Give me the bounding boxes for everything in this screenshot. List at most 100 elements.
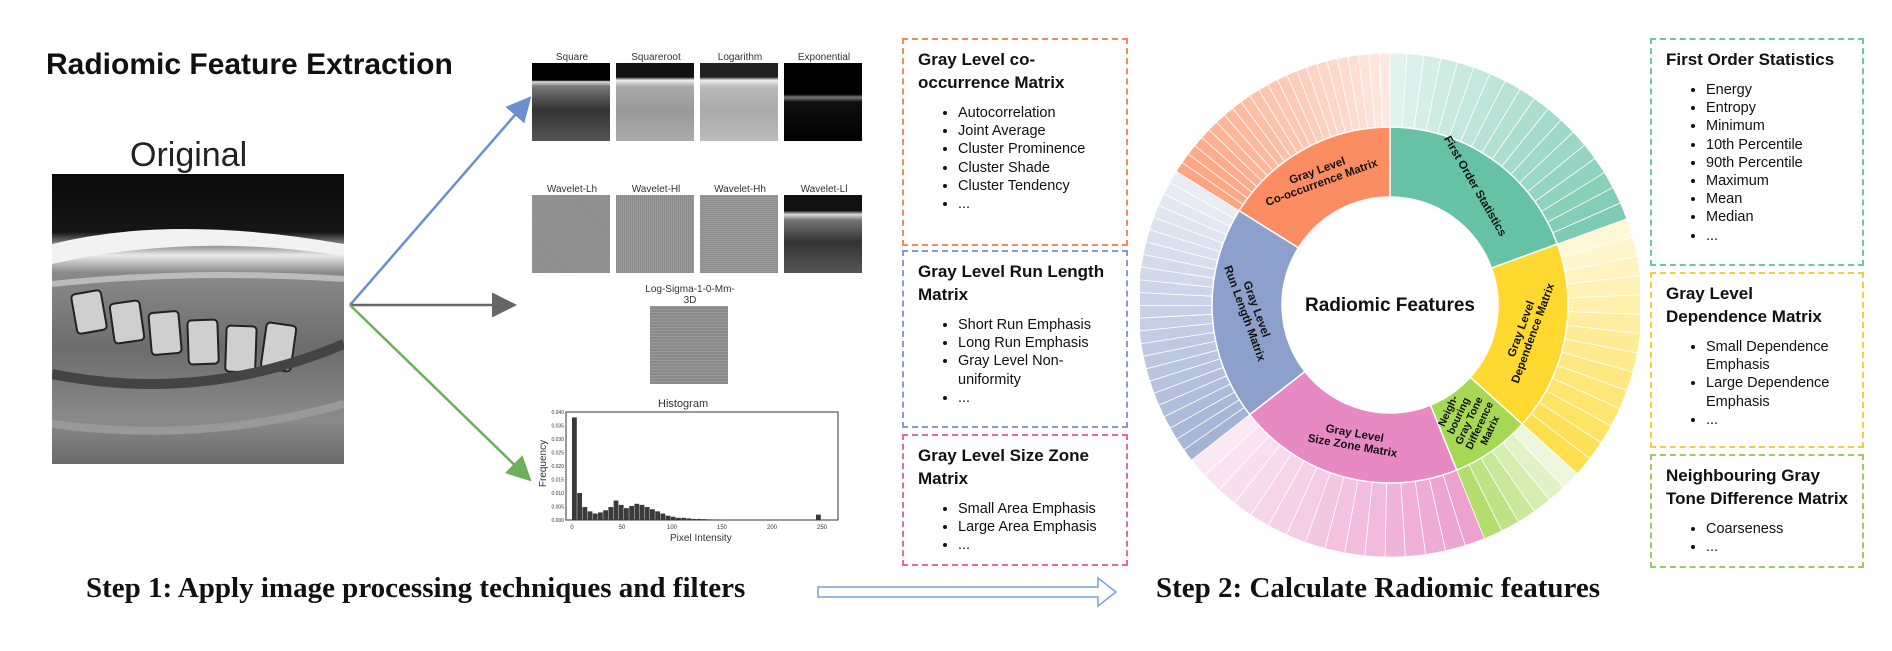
filter-label: Wavelet-Hl <box>631 184 681 195</box>
histogram-bar <box>634 503 640 520</box>
histogram-bar <box>717 519 723 520</box>
histogram-xtick: 100 <box>667 525 678 531</box>
histogram-xtick: 200 <box>767 525 778 531</box>
list-item: Autocorrelation <box>958 104 1112 122</box>
box-title: Gray Level Run Length Matrix <box>918 262 1105 304</box>
box-title: Neighbouring Gray Tone Difference Matrix <box>1666 466 1849 508</box>
histogram-bar <box>676 517 681 520</box>
histogram-title: Histogram <box>658 398 709 410</box>
list-item: ... <box>1706 411 1848 429</box>
step1-label: Step 1: Apply image processing technique… <box>86 572 746 604</box>
histogram-bar <box>702 519 707 520</box>
histogram-bar <box>577 493 582 520</box>
box-title: Gray Level Dependence Matrix <box>1666 284 1822 326</box>
list-item: ... <box>1706 538 1848 556</box>
histogram-bar <box>670 516 676 520</box>
histogram-bar <box>707 519 712 520</box>
list-item: Median <box>1706 208 1848 226</box>
list-item: ... <box>958 389 1112 407</box>
glcm-box: Gray Level co-occurrence Matrix Autocorr… <box>902 38 1128 246</box>
histogram-xlabel: Pixel Intensity <box>670 533 732 544</box>
list-item: Joint Average <box>958 122 1112 140</box>
filter-thumbnail <box>532 195 610 273</box>
histogram-xtick: 0 <box>570 525 574 531</box>
histogram-bar <box>816 514 821 520</box>
histogram-bar <box>644 507 650 520</box>
gldm-box: Gray Level Dependence Matrix Small Depen… <box>1650 272 1864 448</box>
histogram-bar <box>665 515 671 520</box>
list-item: ... <box>958 536 1112 554</box>
filter-row-2: Wavelet-Lh Wavelet-Hl Wavelet-Hh Wavelet… <box>532 184 864 273</box>
histogram: Histogram Pixel Intensity Frequency 0 50 1… <box>530 398 850 546</box>
histogram-bar <box>587 511 593 520</box>
box-title: Gray Level co-occurrence Matrix <box>918 50 1065 92</box>
list-item: 10th Percentile <box>1706 136 1848 154</box>
list-item: ... <box>1706 227 1848 245</box>
histogram-ytick: 0.040 <box>551 410 564 416</box>
list-item: Energy <box>1706 81 1848 99</box>
filter-label: Exponential <box>797 52 851 63</box>
histogram-xtick: 150 <box>717 525 728 531</box>
histogram-bar <box>691 518 697 520</box>
filter-thumbnail <box>650 306 728 384</box>
histogram-ytick: 0.005 <box>551 505 564 511</box>
histogram-bar <box>712 519 718 520</box>
list-item: ... <box>958 195 1112 213</box>
filter-thumbnail <box>700 63 778 141</box>
list-item: Gray Level Non-uniformity <box>958 352 1112 388</box>
histogram-bar <box>618 504 624 520</box>
filter-thumbnail <box>700 195 778 273</box>
histogram-ytick: 0.000 <box>551 518 564 524</box>
histogram-bar <box>639 504 645 520</box>
list-item: Minimum <box>1706 117 1848 135</box>
list-item: Entropy <box>1706 99 1848 117</box>
histogram-bar <box>681 517 686 520</box>
list-item: Cluster Tendency <box>958 177 1112 195</box>
arrow-to-filters-icon <box>349 96 532 306</box>
first-order-box: First Order Statistics Energy Entropy Mi… <box>1650 38 1864 266</box>
filter-thumbnail <box>616 195 694 273</box>
list-item: Large Dependence Emphasis <box>1706 374 1848 410</box>
histogram-xtick: 50 <box>619 525 626 531</box>
histogram-ytick: 0.010 <box>551 491 564 497</box>
histogram-bar <box>686 518 692 520</box>
filter-label: Log-Sigma-1-0-Mm-3D <box>645 284 735 306</box>
filter-label: Wavelet-Ll <box>800 184 848 195</box>
filter-thumbnail <box>616 63 694 141</box>
ngtdm-box: Neighbouring Gray Tone Difference Matrix… <box>1650 454 1864 568</box>
filter-thumbnail <box>532 63 610 141</box>
histogram-ytick: 0.020 <box>551 464 564 470</box>
list-item: Small Area Emphasis <box>958 500 1112 518</box>
glszm-box: Gray Level Size Zone Matrix Small Area E… <box>902 434 1128 566</box>
arrow-to-histogram-icon <box>349 304 532 482</box>
box-title: Gray Level Size Zone Matrix <box>918 446 1090 488</box>
histogram-bar <box>582 507 588 520</box>
list-item: Mean <box>1706 190 1848 208</box>
glrlm-box: Gray Level Run Length Matrix Short Run E… <box>902 250 1128 428</box>
list-item: Maximum <box>1706 172 1848 190</box>
list-item: Short Run Emphasis <box>958 316 1112 334</box>
histogram-bar <box>629 505 634 520</box>
histogram-bar <box>655 511 660 520</box>
filter-log: Log-Sigma-1-0-Mm-3D <box>645 284 735 384</box>
list-item: Cluster Shade <box>958 159 1112 177</box>
filter-label: Squareroot <box>631 52 681 63</box>
filter-row-1: Square Squareroot Logarithm Exponential <box>532 52 864 141</box>
histogram-ytick: 0.015 <box>551 478 564 484</box>
histogram-bar <box>603 510 608 520</box>
original-mri-image <box>52 174 344 464</box>
step2-label: Step 2: Calculate Radiomic features <box>1156 572 1601 604</box>
list-item: Cluster Prominence <box>958 140 1112 158</box>
original-label: Original <box>130 136 248 174</box>
histogram-bar <box>613 500 619 520</box>
list-item: 90th Percentile <box>1706 154 1848 172</box>
histogram-ylabel: Frequency <box>538 439 550 488</box>
sunburst-center-label: Radiomic Features <box>1305 295 1475 316</box>
box-title: First Order Statistics <box>1666 50 1835 69</box>
list-item: Coarseness <box>1706 520 1848 538</box>
step-arrow-icon <box>817 576 1118 608</box>
histogram-bar <box>660 513 666 520</box>
filter-thumbnail <box>784 63 862 141</box>
histogram-ytick: 0.025 <box>551 451 564 457</box>
